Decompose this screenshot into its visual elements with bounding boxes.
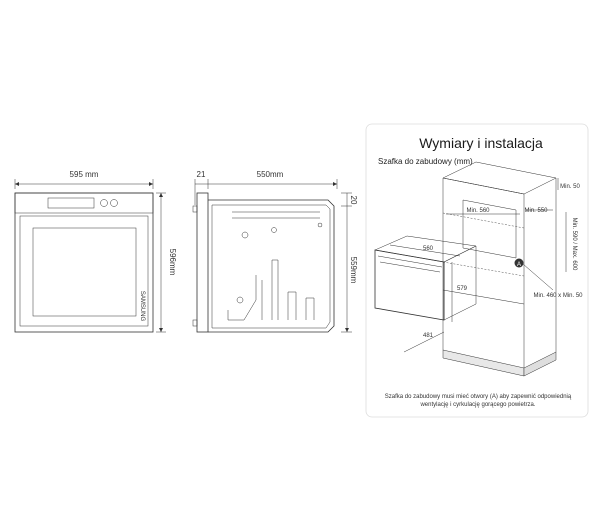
oven-depth-label: 481 xyxy=(423,333,434,339)
front-width-label: 595 mm xyxy=(70,170,99,179)
front-knob-left xyxy=(100,199,108,207)
min590-label: Min. 590 / Max. 600 xyxy=(571,218,577,271)
cabinet xyxy=(442,161,557,377)
side-handle-bottom xyxy=(192,319,198,327)
arrow-right xyxy=(149,182,153,186)
oven-width-label: 560 xyxy=(423,246,434,252)
install-title: Wymiary i instalacja xyxy=(419,135,543,151)
side-height-label: 559mm xyxy=(349,257,358,284)
side-hole-4 xyxy=(317,222,323,228)
oven-front-line xyxy=(379,261,441,273)
arrow-left xyxy=(15,182,19,186)
marker-a-label: A xyxy=(517,262,521,268)
side-view: 21 550mm 20 559mm xyxy=(192,170,358,333)
side-body-inner xyxy=(211,204,331,329)
side-hole-1 xyxy=(241,231,249,239)
front-oven-body xyxy=(14,192,154,333)
note-line-2: wentylację i cyrkulację gorącego powietr… xyxy=(419,402,535,408)
front-display xyxy=(47,197,95,209)
side-hole-3 xyxy=(236,296,244,304)
side-handle-top xyxy=(192,205,198,213)
oven-front xyxy=(374,249,445,321)
install-panel-card xyxy=(365,123,589,418)
oven-panel-line xyxy=(377,255,443,268)
cabinet-base-side xyxy=(523,351,557,377)
oven-width-line xyxy=(389,244,461,257)
note-line-1: Szafka do zabudowy musi mieć otwory (A) … xyxy=(385,394,572,400)
arrow-right-depth xyxy=(333,182,337,186)
side-hole-2 xyxy=(271,227,277,233)
arrow-up xyxy=(159,193,163,197)
cabinet-top-front xyxy=(442,177,525,195)
arrow-down xyxy=(159,328,163,332)
min550-label: Min. 550 xyxy=(524,208,548,214)
oven-box xyxy=(374,235,477,321)
min50-label: Min. 50 xyxy=(560,184,580,190)
side-rib-4 xyxy=(305,297,315,320)
side-body-outline xyxy=(208,199,335,333)
front-control-panel xyxy=(14,192,154,214)
arrow-down-side xyxy=(345,328,349,332)
shelf-line xyxy=(442,289,525,305)
oven-height-label: 579 xyxy=(457,286,468,292)
side-rib-2 xyxy=(271,259,279,320)
min560-label: Min. 560 xyxy=(466,208,490,214)
front-view: 595 mm SAMSUNG 596mm xyxy=(14,170,177,333)
side-depth-label: 550mm xyxy=(257,170,284,179)
opening-label: Min. 460 x Min. 50 xyxy=(533,293,583,299)
marker-a-badge xyxy=(514,258,524,268)
side-door xyxy=(196,192,209,333)
cabinet-niche xyxy=(462,199,517,259)
front-door-frame xyxy=(19,215,149,327)
front-height-label: 596mm xyxy=(168,249,177,276)
side-top-label: 20 xyxy=(349,196,358,205)
install-panel: Wymiary i instalacja Szafka do zabudowy … xyxy=(374,135,583,408)
side-offset-label: 21 xyxy=(197,170,206,179)
opening-leader xyxy=(522,263,554,291)
side-rib-3 xyxy=(287,291,297,320)
front-knob-right xyxy=(110,199,118,207)
front-brand-label: SAMSUNG xyxy=(139,291,145,322)
oven-depth-line xyxy=(403,331,445,353)
install-subtitle: Szafka do zabudowy (mm) xyxy=(378,157,473,166)
front-door-window xyxy=(32,227,137,317)
side-bracket-1 xyxy=(227,275,257,321)
